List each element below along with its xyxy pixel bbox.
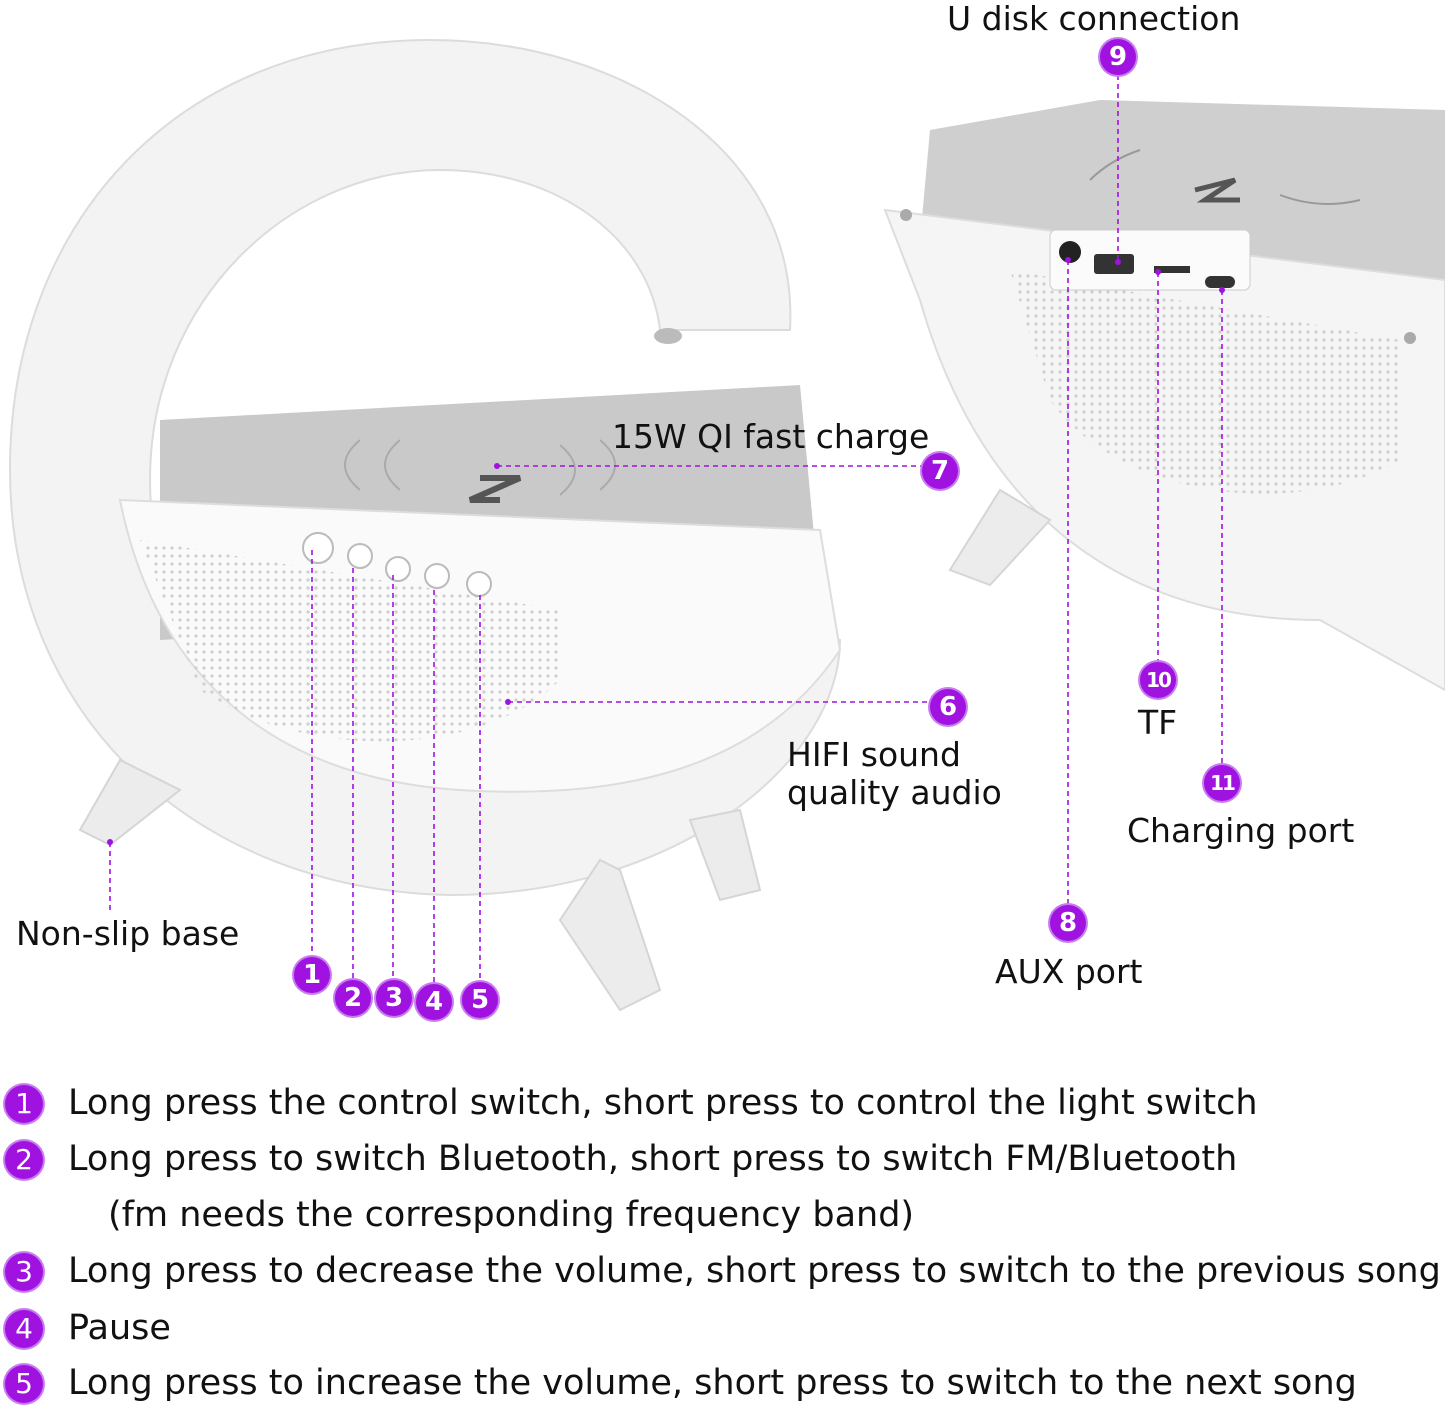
- legend-badge: 2: [5, 1141, 43, 1179]
- callout-badge-1: 1: [294, 957, 330, 993]
- product-illustration: [8, 38, 1445, 1012]
- charging-port-label: Charging port: [1127, 811, 1355, 850]
- hifi-label-line1: HIFI sound: [787, 735, 961, 774]
- aux-port-label: AUX port: [995, 952, 1143, 991]
- callout-badge-3: 3: [376, 980, 412, 1016]
- callout-badge-11: 11: [1204, 765, 1240, 801]
- callout-badge-10: 10: [1140, 662, 1176, 698]
- legend-continuation: (fm needs the corresponding frequency ba…: [108, 1195, 915, 1235]
- hifi-label-line2: quality audio: [787, 773, 1002, 812]
- front-speaker-lamp: [8, 38, 842, 1012]
- legend-badge: 3: [5, 1253, 43, 1291]
- callout-badge-2: 2: [335, 980, 371, 1016]
- callout-badge-5: 5: [462, 982, 498, 1018]
- callout-badge-8: 8: [1050, 905, 1086, 941]
- u-disk-label: U disk connection: [947, 0, 1241, 38]
- leader-lines: [109, 75, 1223, 984]
- callout-badge-9: 9: [1100, 39, 1136, 75]
- legend-badge: 4: [5, 1310, 43, 1348]
- legend-badge: 1: [5, 1085, 43, 1123]
- legend-text: Long press to decrease the volume, short…: [68, 1251, 1441, 1291]
- callout-badge-6: 6: [930, 689, 966, 725]
- callout-badge-7: 7: [922, 453, 958, 489]
- qi-charge-label: 15W QI fast charge: [612, 417, 930, 456]
- legend-text: Long press to switch Bluetooth, short pr…: [68, 1139, 1238, 1179]
- rear-speaker-view: [883, 100, 1445, 692]
- tf-label: TF: [1138, 703, 1178, 742]
- legend-text: Long press the control switch, short pre…: [68, 1083, 1258, 1123]
- legend-text: Long press to increase the volume, short…: [68, 1363, 1357, 1403]
- callout-badge-4: 4: [416, 984, 452, 1020]
- legend-badge: 5: [5, 1365, 43, 1403]
- non-slip-base-label: Non-slip base: [16, 914, 240, 953]
- legend-text: Pause: [68, 1308, 171, 1348]
